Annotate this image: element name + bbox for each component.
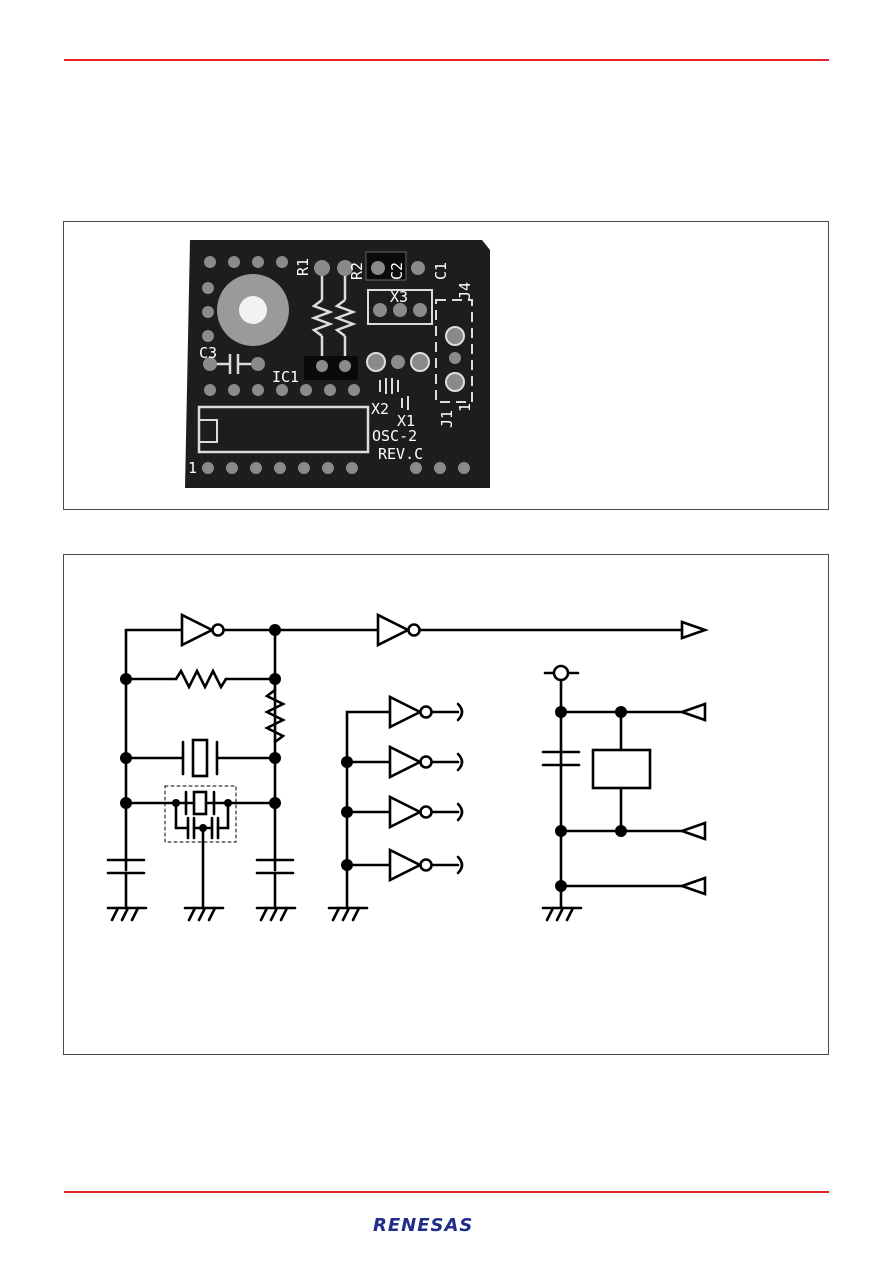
header-rule (64, 59, 829, 61)
footer-rule (64, 1191, 829, 1193)
renesas-logo: RENESAS (371, 1212, 511, 1236)
schematic-figure-frame (63, 554, 829, 1055)
logo-text: RENESAS (373, 1215, 473, 1236)
pcb-figure-frame (63, 221, 829, 510)
